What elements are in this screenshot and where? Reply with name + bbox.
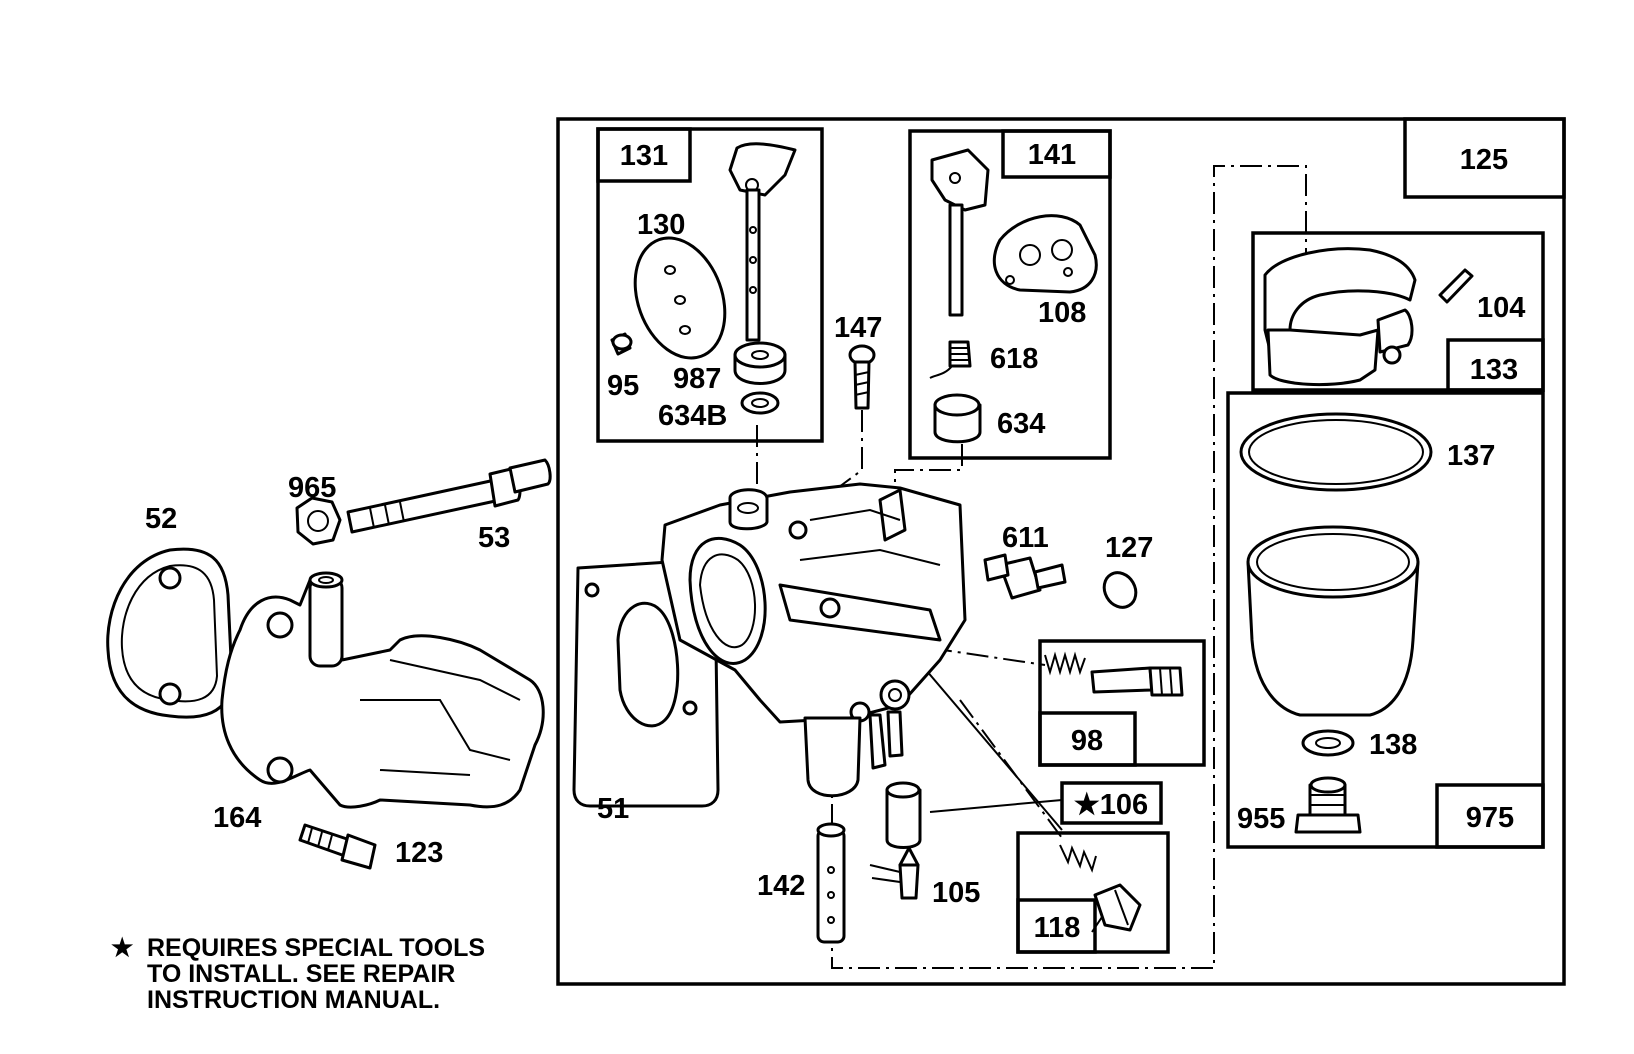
part-label-133: 133 [1470, 354, 1518, 386]
part-label-98: 98 [1071, 725, 1103, 757]
part-label-131: 131 [620, 140, 668, 172]
part-label-125: 125 [1460, 144, 1508, 176]
part-label-137: 137 [1447, 440, 1495, 472]
kit-box-98-tab [1038, 711, 1137, 767]
leader-line-106 [929, 799, 1063, 813]
part-label-147: 147 [834, 312, 882, 344]
nut-965 [295, 496, 342, 546]
part-label-130: 130 [637, 209, 685, 241]
float-bowl [1246, 525, 1420, 717]
bushing-987 [733, 341, 787, 385]
stud-53 [346, 458, 552, 534]
washer-138 [1301, 729, 1355, 757]
part-label-138: 138 [1369, 729, 1417, 761]
seal-634B [740, 391, 780, 415]
kit-box-133 [1251, 231, 1545, 392]
assembly-line-choke [894, 444, 963, 505]
carburetor-assembly-frame [556, 117, 1566, 986]
choke-plate-108 [992, 214, 1098, 294]
screw-147 [848, 344, 876, 410]
part-label-123: 123 [395, 837, 443, 869]
kit-box-975 [1226, 391, 1545, 849]
part-label-51: 51 [597, 793, 629, 825]
part-label-955: 955 [1237, 803, 1285, 835]
gasket-52 [106, 547, 234, 719]
intake-elbow-164 [220, 571, 545, 809]
part-label-53: 53 [478, 522, 510, 554]
float-125 [1263, 247, 1417, 387]
special-tools-note-line-3: INSTRUCTION MANUAL. [147, 986, 440, 1014]
part-label-618: 618 [990, 343, 1038, 375]
part-label-634B: 634B [658, 400, 727, 432]
part-label-95: 95 [607, 370, 639, 402]
part-label-634: 634 [997, 408, 1045, 440]
kit-box-131-tab [596, 127, 692, 183]
part-label-108: 108 [1038, 297, 1086, 329]
screw-123 [298, 823, 377, 870]
kit-box-125 [1403, 117, 1566, 199]
idle-mixture-screw-98 [1044, 651, 1184, 697]
special-tools-note-line-2: TO INSTALL. SEE REPAIR [147, 960, 455, 988]
elbow-fitting-611 [983, 553, 1067, 600]
special-tools-note-line-1: REQUIRES SPECIAL TOOLS [147, 934, 485, 962]
kit-box-106 [1060, 781, 1163, 825]
carburetor-body [660, 482, 967, 798]
bushing-634 [933, 393, 982, 444]
kit-box-133-tab [1446, 338, 1545, 392]
part-label-105: 105 [932, 877, 980, 909]
needle-105 [869, 846, 920, 900]
jet-106 [885, 781, 922, 849]
assembly-line-float [831, 165, 1307, 969]
part-label-987: 987 [673, 363, 721, 395]
emulsion-tube-142 [816, 822, 846, 944]
main-mixture-screw-118 [1059, 844, 1142, 932]
part-label-52: 52 [145, 503, 177, 535]
part-label-106: ★106 [1074, 789, 1148, 821]
part-label-141: 141 [1028, 139, 1076, 171]
bowl-nut-955 [1294, 776, 1362, 834]
part-label-975: 975 [1466, 802, 1514, 834]
kit-box-975-tab [1435, 783, 1545, 849]
screw-95 [610, 332, 633, 356]
pin-104 [1438, 268, 1474, 304]
part-label-127: 127 [1105, 532, 1153, 564]
part-label-611: 611 [1002, 522, 1049, 554]
throttle-plate-130 [633, 236, 727, 360]
part-label-104: 104 [1477, 292, 1525, 324]
o-ring-137 [1239, 412, 1433, 492]
special-tools-star: ★ [111, 934, 134, 962]
throttle-shaft [728, 142, 797, 342]
spring-618 [929, 340, 972, 379]
part-label-965: 965 [288, 472, 336, 504]
kit-box-131 [596, 127, 824, 443]
part-label-118: 118 [1034, 912, 1081, 944]
part-label-142: 142 [757, 870, 805, 902]
choke-shaft [930, 148, 990, 317]
assembly-line-mixture [929, 647, 1046, 666]
kit-box-141-tab [1001, 129, 1112, 179]
part-label-164: 164 [213, 802, 261, 834]
plug-127 [1102, 571, 1138, 609]
assembly-line-147 [834, 410, 863, 491]
